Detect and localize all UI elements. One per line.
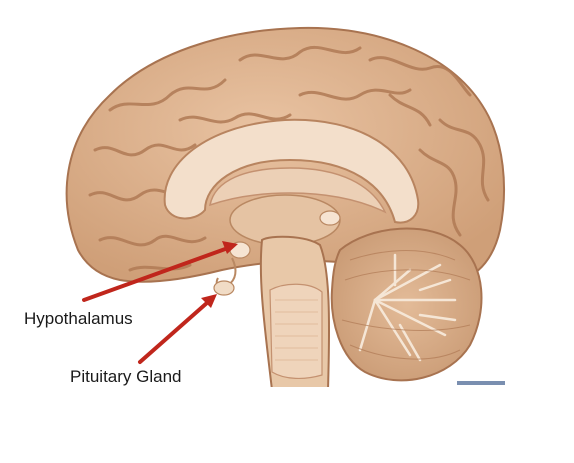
pituitary-gland-label: Pituitary Gland	[70, 367, 182, 386]
pituitary-structure	[213, 280, 235, 296]
gyri-folds	[88, 45, 490, 272]
scale-bar	[457, 381, 505, 385]
pituitary-arrow	[138, 300, 210, 364]
pointer-arrows	[82, 241, 238, 364]
hypothalamus-arrow	[82, 246, 230, 302]
corpus-callosum	[163, 118, 420, 224]
hypothalamus-label: Hypothalamus	[24, 309, 133, 328]
cerebellum	[330, 227, 483, 382]
arbor-vitae	[358, 253, 457, 362]
